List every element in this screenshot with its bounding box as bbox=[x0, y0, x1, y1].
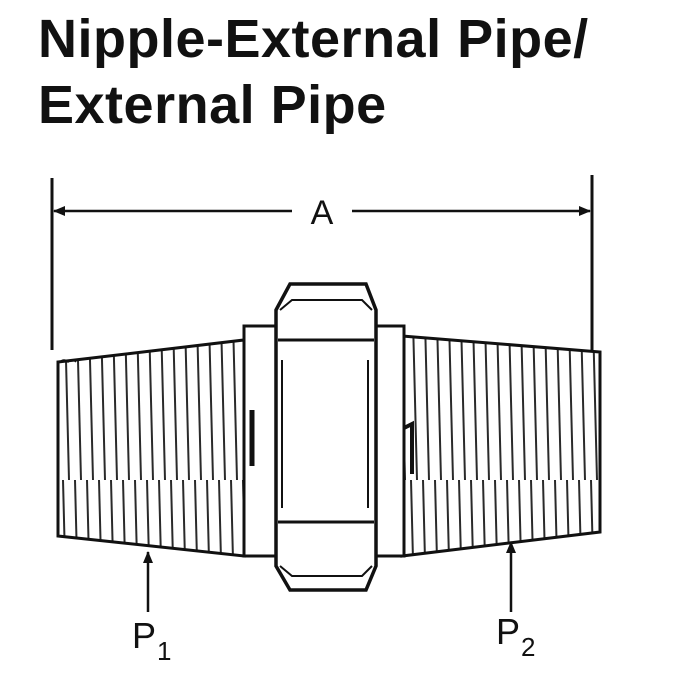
right-thread bbox=[400, 334, 602, 558]
dimension-a: A bbox=[50, 175, 594, 350]
left-thread bbox=[56, 338, 246, 558]
p1-label: P1 bbox=[132, 615, 171, 666]
title-line-1: Nipple-External Pipe/ bbox=[38, 9, 589, 69]
dimension-label: A bbox=[311, 194, 334, 232]
hex-body bbox=[274, 282, 378, 592]
title-line-2: External Pipe bbox=[38, 75, 387, 135]
p2-subscript: 2 bbox=[521, 632, 535, 662]
p1-subscript: 1 bbox=[157, 636, 171, 666]
page-title: Nipple-External Pipe/ External Pipe bbox=[38, 6, 589, 138]
port-p1: P1 bbox=[132, 551, 171, 666]
port-p2: P2 bbox=[496, 541, 535, 662]
p2-label: P2 bbox=[496, 611, 535, 662]
